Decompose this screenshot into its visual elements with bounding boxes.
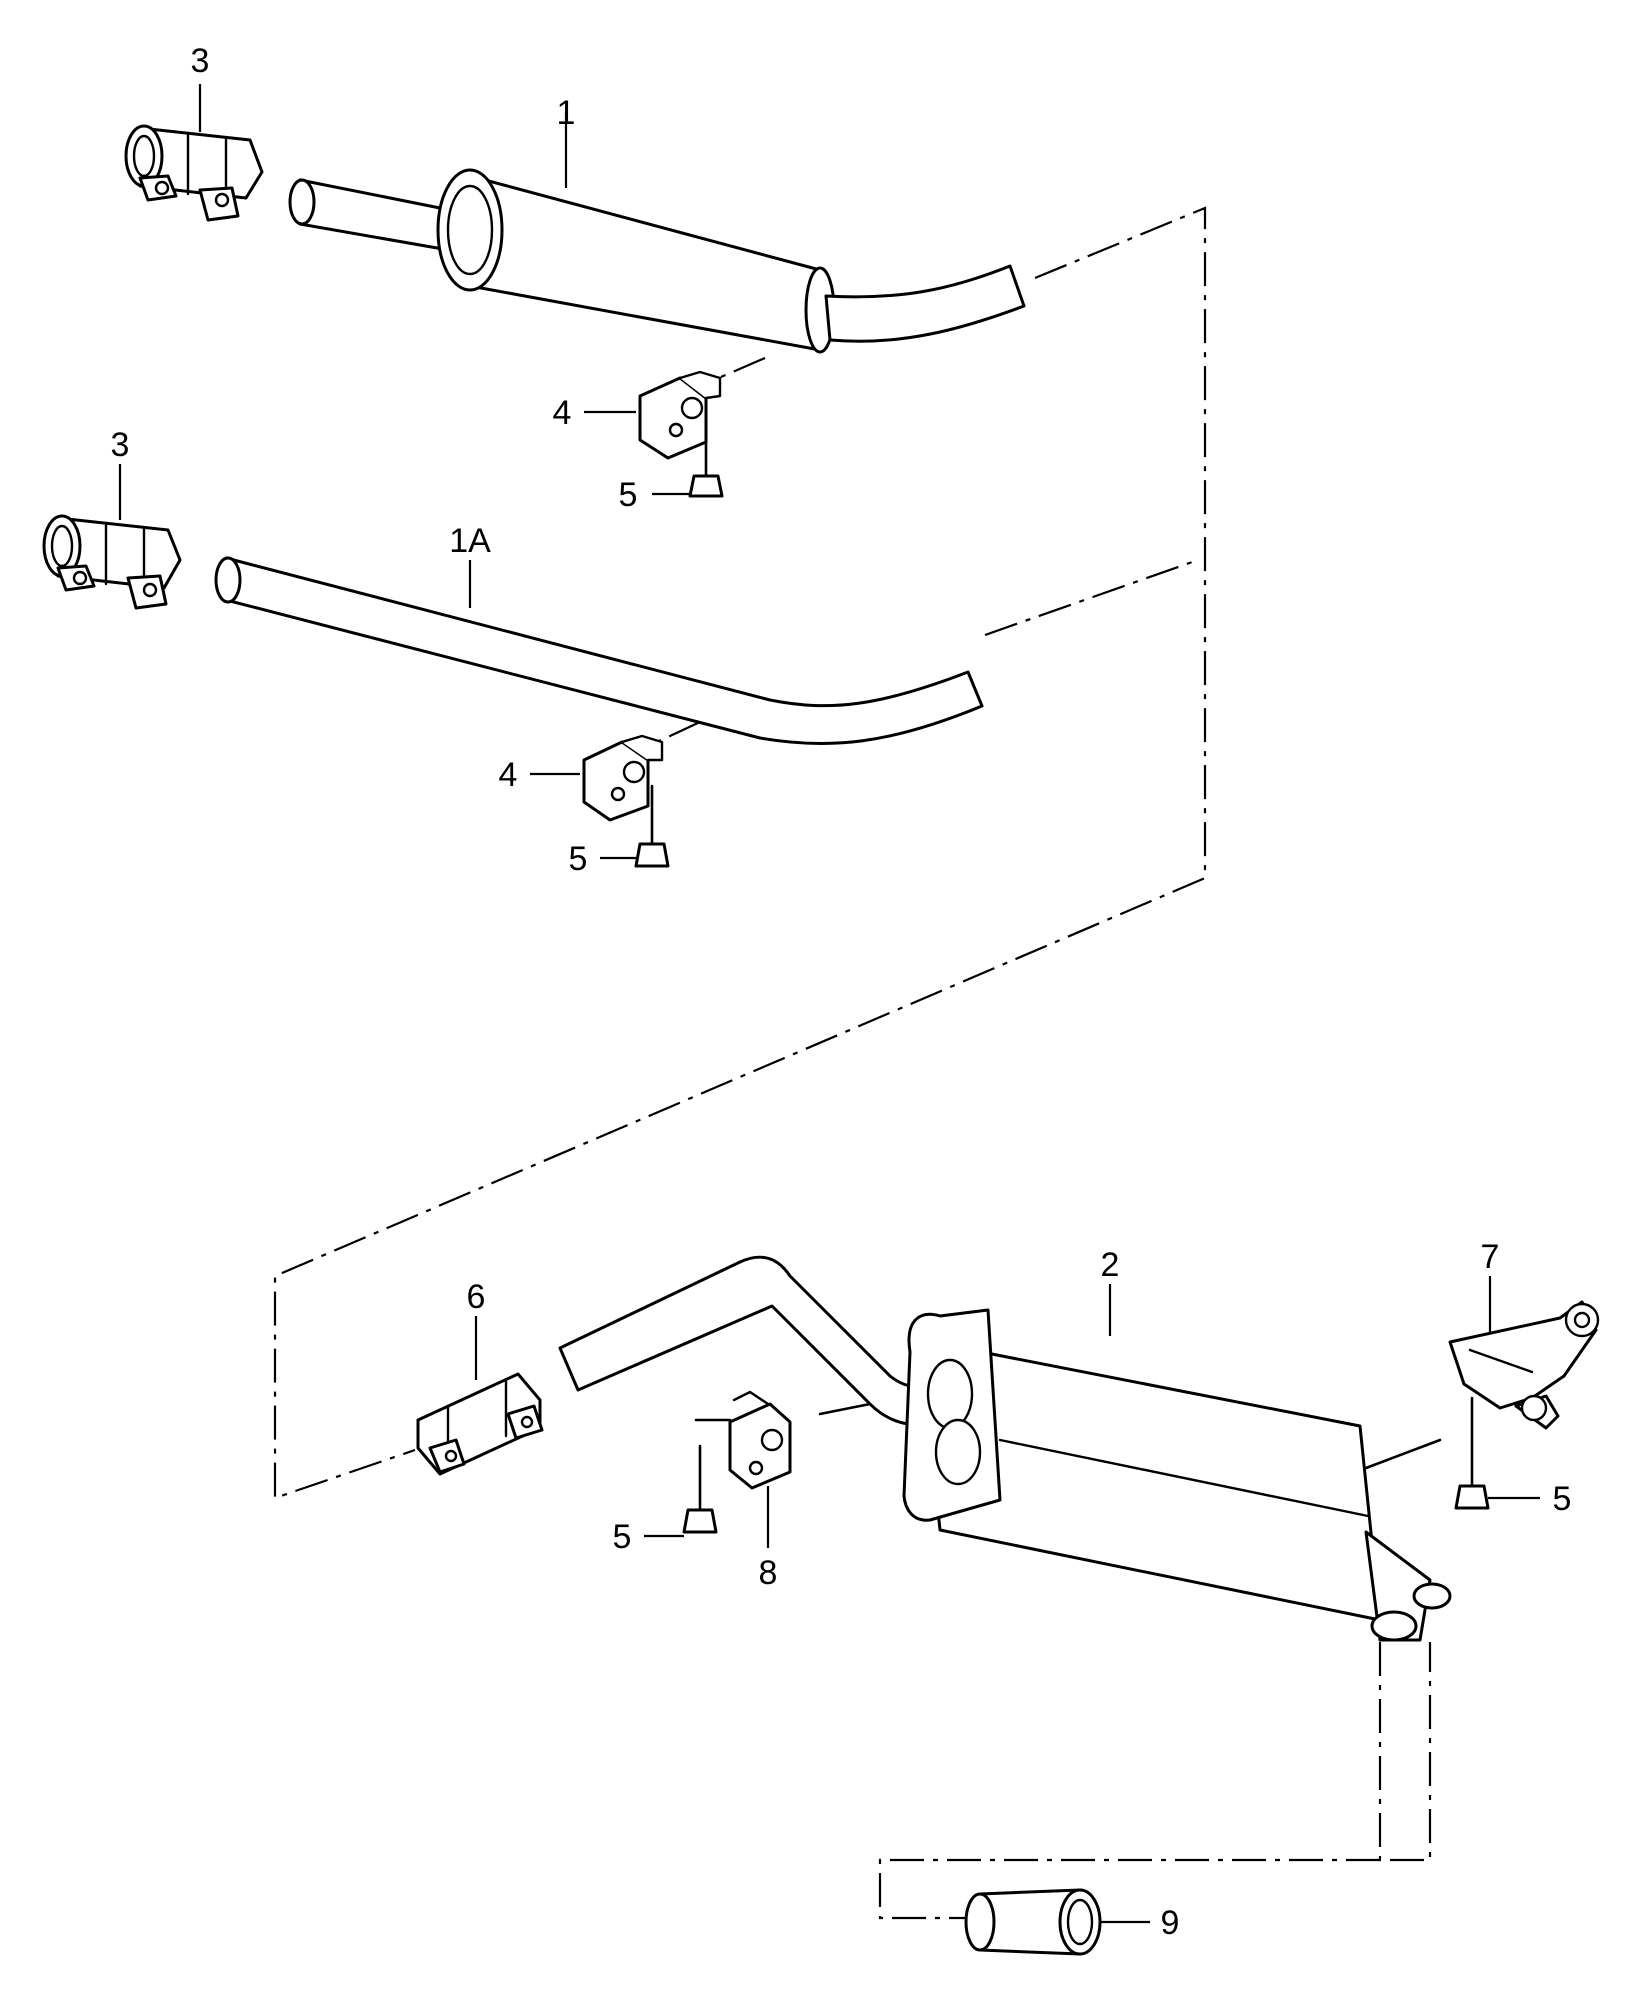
leader-lines — [118, 84, 1540, 1924]
hanger-bracket-part-4-upper — [638, 370, 722, 460]
callout-6: 6 — [467, 1278, 486, 1316]
hanger-bracket-part-4-lower — [582, 734, 664, 822]
callout-labels: 3 1 4 5 3 1A 4 5 2 6 7 5 8 5 9 — [111, 42, 1572, 1942]
bolt-part-5-c — [682, 1444, 718, 1534]
hanger-bracket-part-8 — [694, 1390, 792, 1490]
callout-1: 1 — [557, 94, 576, 132]
callout-3-lower: 3 — [111, 426, 130, 464]
bolt-part-5-d — [1454, 1396, 1490, 1510]
callout-7: 7 — [1481, 1238, 1500, 1276]
callout-5-c: 5 — [613, 1518, 632, 1556]
front-silencer-part-1 — [288, 168, 1026, 354]
bolt-part-5-b — [634, 784, 670, 868]
callout-4-upper: 4 — [553, 394, 572, 432]
callout-2: 2 — [1101, 1246, 1120, 1284]
tailpipe-tip-part-9 — [964, 1888, 1102, 1956]
callout-1a: 1A — [449, 522, 491, 560]
clamp-part-6 — [416, 1372, 544, 1476]
rear-silencer-part-2 — [558, 1255, 1452, 1642]
bolt-part-5-a — [688, 418, 724, 498]
callout-5-d: 5 — [1553, 1480, 1572, 1518]
callout-3-upper: 3 — [191, 42, 210, 80]
callout-4-lower: 4 — [499, 756, 518, 794]
callout-9: 9 — [1161, 1904, 1180, 1942]
bracket-part-7 — [1448, 1300, 1600, 1430]
assembly-lines — [273, 206, 1432, 1920]
clamp-part-3-lower — [42, 514, 182, 610]
callout-5-b: 5 — [569, 840, 588, 878]
callout-5-a: 5 — [619, 476, 638, 514]
connecting-pipe-part-1a — [214, 556, 984, 746]
clamp-part-3-upper — [124, 124, 264, 222]
callout-8: 8 — [759, 1554, 778, 1592]
